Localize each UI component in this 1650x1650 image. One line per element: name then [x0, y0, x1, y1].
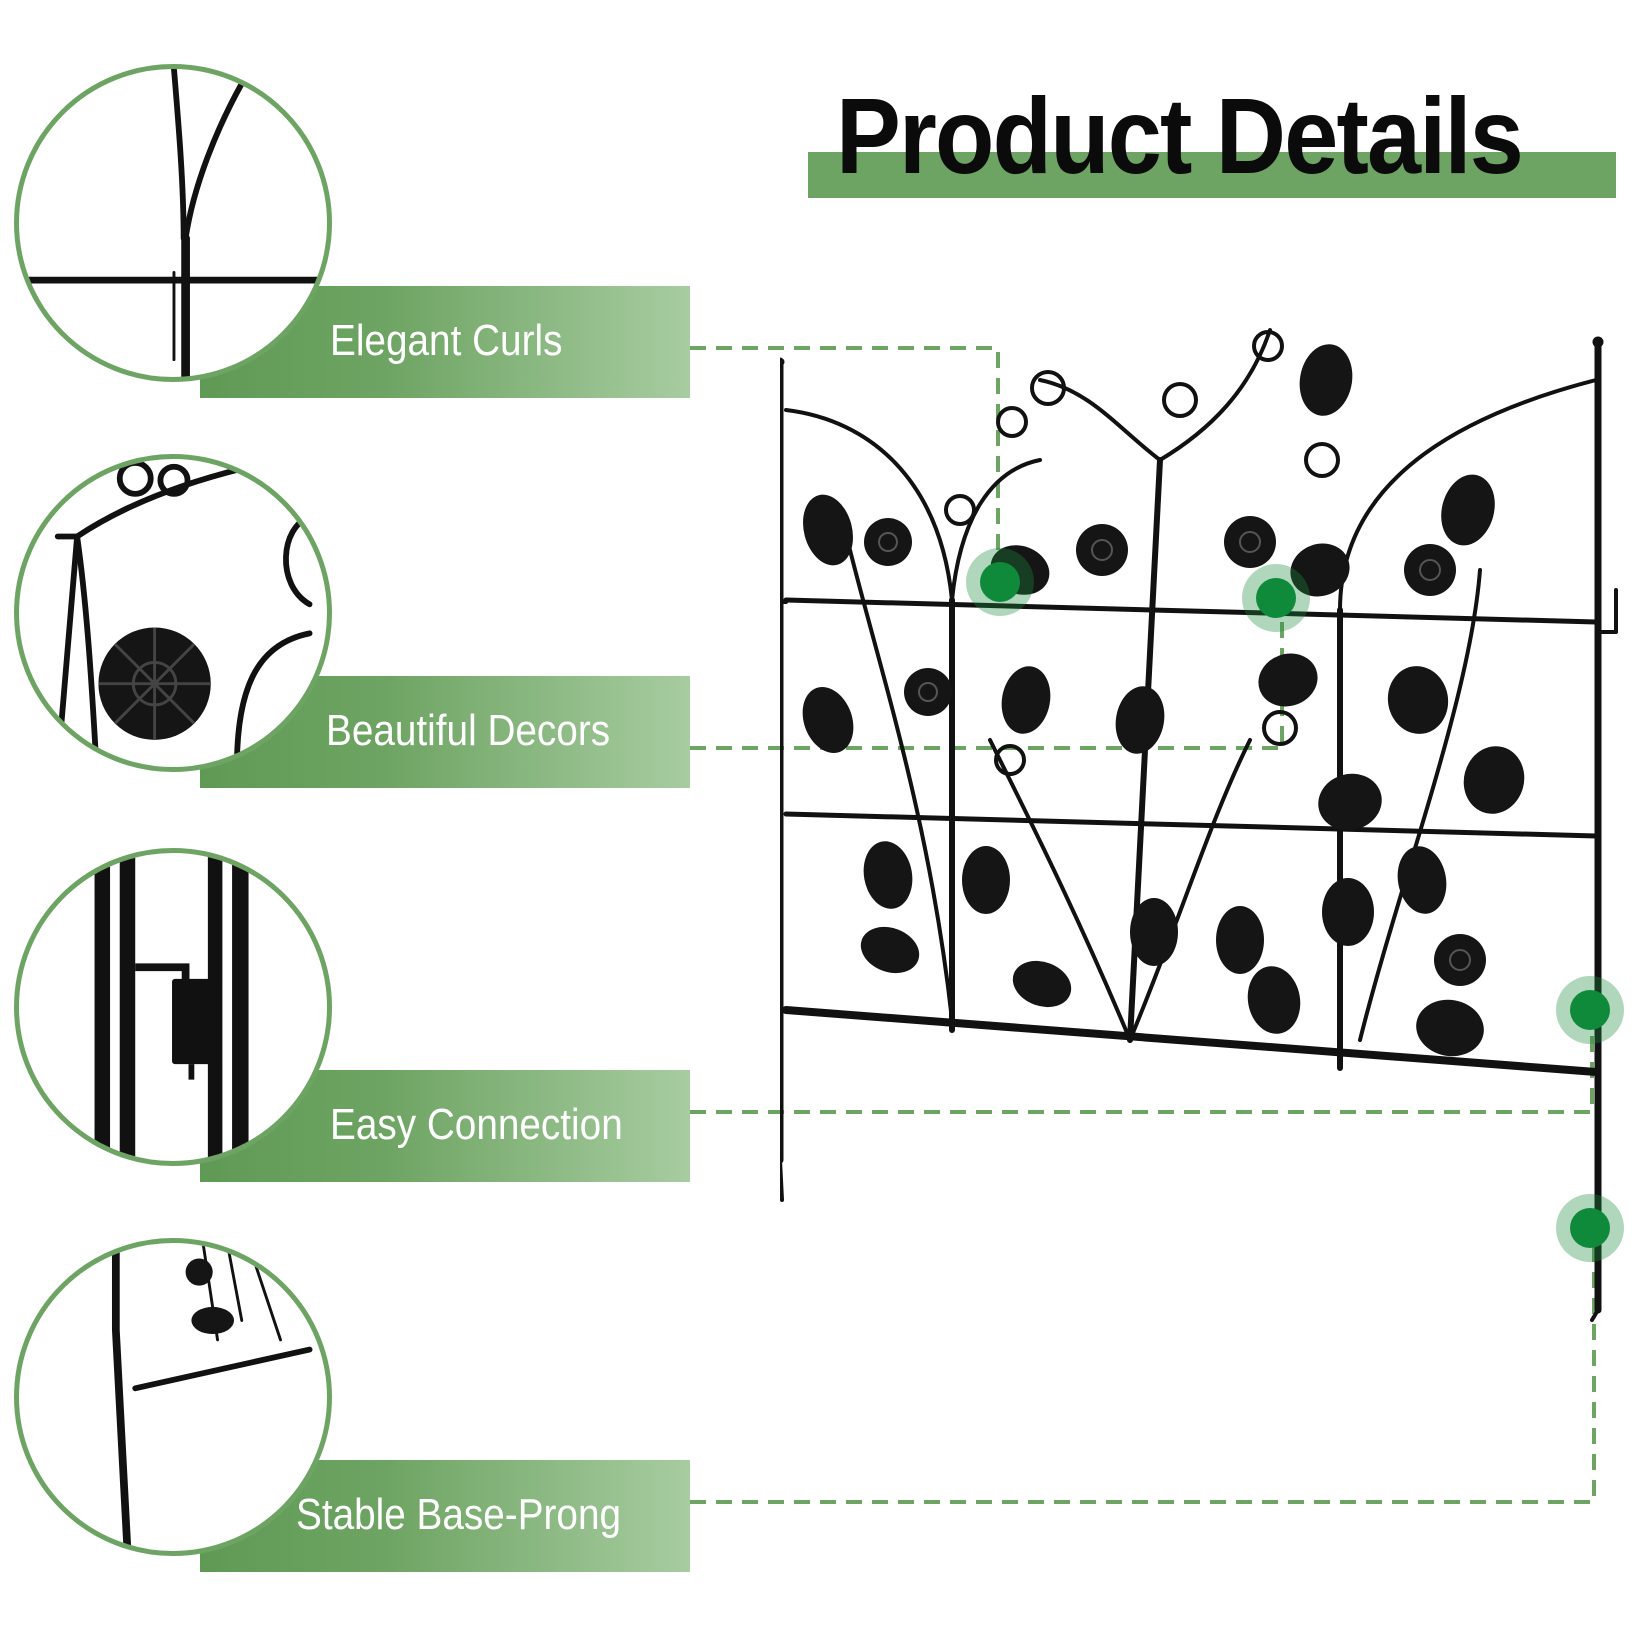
feature-label-stable-base-prong: Stable Base-Prong	[296, 1490, 622, 1539]
detail-circle-curls	[14, 64, 332, 382]
leaf-decorations	[802, 344, 1525, 1057]
fence-product-image	[780, 328, 1618, 1322]
feature-label-elegant-curls: Elegant Curls	[330, 316, 563, 365]
detail-circle-decors	[14, 454, 332, 772]
hotspot-connection	[1556, 976, 1624, 1044]
hotspot-decors	[1242, 564, 1310, 632]
hotspot-base-prong	[1556, 1194, 1624, 1262]
feature-label-beautiful-decors: Beautiful Decors	[326, 706, 611, 755]
title-underline-bar	[808, 152, 1616, 198]
detail-circle-base-prong	[14, 1238, 332, 1556]
hotspot-curls	[966, 548, 1034, 616]
header: Product Details	[808, 80, 1618, 200]
curls-closeup-image	[19, 69, 327, 377]
feature-label-easy-connection: Easy Connection	[330, 1100, 623, 1149]
base-prong-closeup-image	[111, 1243, 313, 1551]
detail-circle-connection	[14, 848, 332, 1166]
connection-closeup-image	[94, 853, 249, 1161]
decors-closeup-image	[54, 459, 313, 767]
flower-decorations	[864, 516, 1486, 986]
page-title: Product Details	[836, 75, 1524, 196]
